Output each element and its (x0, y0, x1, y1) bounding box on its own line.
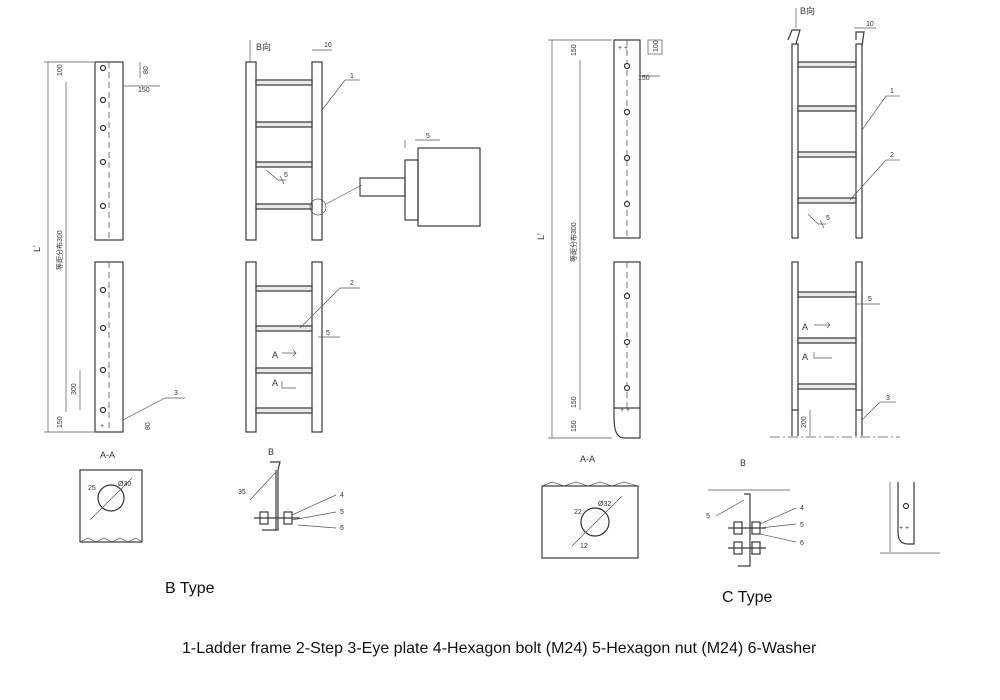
c-plus-bottom: + + (620, 407, 630, 414)
b-dim-35: 35 (238, 489, 246, 496)
c-dim-22: 22 (574, 509, 582, 516)
b-type-front-elevation: B向 10 1 2 5 A A 5 (245, 40, 363, 433)
c-dim-100: 100 (653, 40, 660, 52)
c-view-label: B向 (800, 5, 815, 16)
b-dim-5: 5 (326, 330, 330, 337)
c-callout-4: 4 (800, 505, 804, 512)
c-type-caption: C Type (722, 589, 773, 606)
c-callout-3: 3 (886, 395, 890, 402)
c-dim-150-side: 150 (638, 75, 650, 82)
b-section-marker-2: A (272, 378, 278, 388)
c-dim-10: 10 (866, 21, 874, 28)
c-eye-plus: + + (899, 525, 909, 532)
c-dim-5: 5 (868, 296, 872, 303)
c-callout-6: 6 (800, 540, 804, 547)
c-callout-5: 5 (800, 522, 804, 529)
c-type-side-elevation: L' 150 等距分布300 150 150 + + + + 150 100 (536, 39, 663, 439)
b-type-rung-detail: 5 (359, 133, 481, 227)
parts-legend: 1-Ladder frame 2-Step 3-Eye plate 4-Hexa… (182, 640, 817, 657)
b-detail-dim-5: 5 (426, 133, 430, 140)
b-length-label: L' (32, 245, 42, 252)
b-callout-1: 1 (350, 73, 354, 80)
b-type-caption: B Type (165, 580, 215, 597)
c-dim-150-base: 150 (571, 420, 578, 432)
b-spacing-note: 等距分布300 (55, 230, 64, 270)
c-length-label: L' (536, 233, 546, 240)
c-section-marker-1: A (802, 322, 808, 332)
c-plus-top: + + (618, 45, 628, 52)
c-weld-5: 5 (826, 215, 830, 222)
c-callout-1: 1 (890, 88, 894, 95)
b-type-bolt-connection: B 35 4 5 6 (238, 447, 344, 532)
c-type-bolt-connection: B 5 4 5 6 (706, 458, 804, 567)
b-dim-150-side: 150 (138, 87, 150, 94)
b-dim-10: 10 (324, 42, 332, 49)
b-dim-300: 300 (71, 383, 78, 395)
c-dim-150-top: 150 (571, 44, 578, 56)
b-weld-5: 5 (284, 172, 288, 179)
b-type-side-elevation: L' 100 等距分布300 300 150 + 150 80 80 3 (32, 61, 185, 433)
b-type-section-aa: A-A 25 Ø30 (79, 450, 143, 543)
b-section-marker-1: A (272, 350, 278, 360)
b-dim-80-top: 80 (143, 66, 150, 74)
b-view-label: B向 (256, 41, 271, 52)
b-dim-25: 25 (88, 485, 96, 492)
b-dim-100: 100 (57, 64, 64, 76)
b-dim-150-bottom: 150 (57, 416, 64, 428)
b-callout-4: 4 (340, 492, 344, 499)
b-dim-80-bottom: 80 (145, 422, 152, 430)
c-type-front-elevation: B向 10 200 1 2 3 5 (770, 5, 900, 438)
c-callout-2: 2 (890, 152, 894, 159)
b-callout-2: 2 (350, 280, 354, 287)
c-dim-12: 12 (580, 543, 588, 550)
c-dim-200: 200 (801, 416, 808, 428)
b-bolt-view-label: B (268, 447, 274, 457)
b-section-aa-label: A-A (100, 450, 115, 460)
c-dim-150-bottom: 150 (571, 396, 578, 408)
c-section-marker-2: A (802, 352, 808, 362)
c-dim-32: Ø32 (598, 501, 611, 508)
b-plus-mark: + (100, 423, 104, 430)
b-callout-6: 6 (340, 525, 344, 532)
c-type-eye-plate-detail: + + (880, 482, 940, 554)
c-section-aa-label: A-A (580, 454, 595, 464)
c-bolt-weld-5: 5 (706, 513, 710, 520)
b-callout-5: 5 (340, 509, 344, 516)
c-spacing-note: 等距分布300 (569, 222, 578, 262)
c-type-section-aa: A-A 22 Ø32 12 (541, 454, 639, 559)
c-bolt-view-label: B (740, 458, 746, 468)
b-dim-30: Ø30 (118, 481, 131, 488)
b-callout-3: 3 (174, 390, 178, 397)
